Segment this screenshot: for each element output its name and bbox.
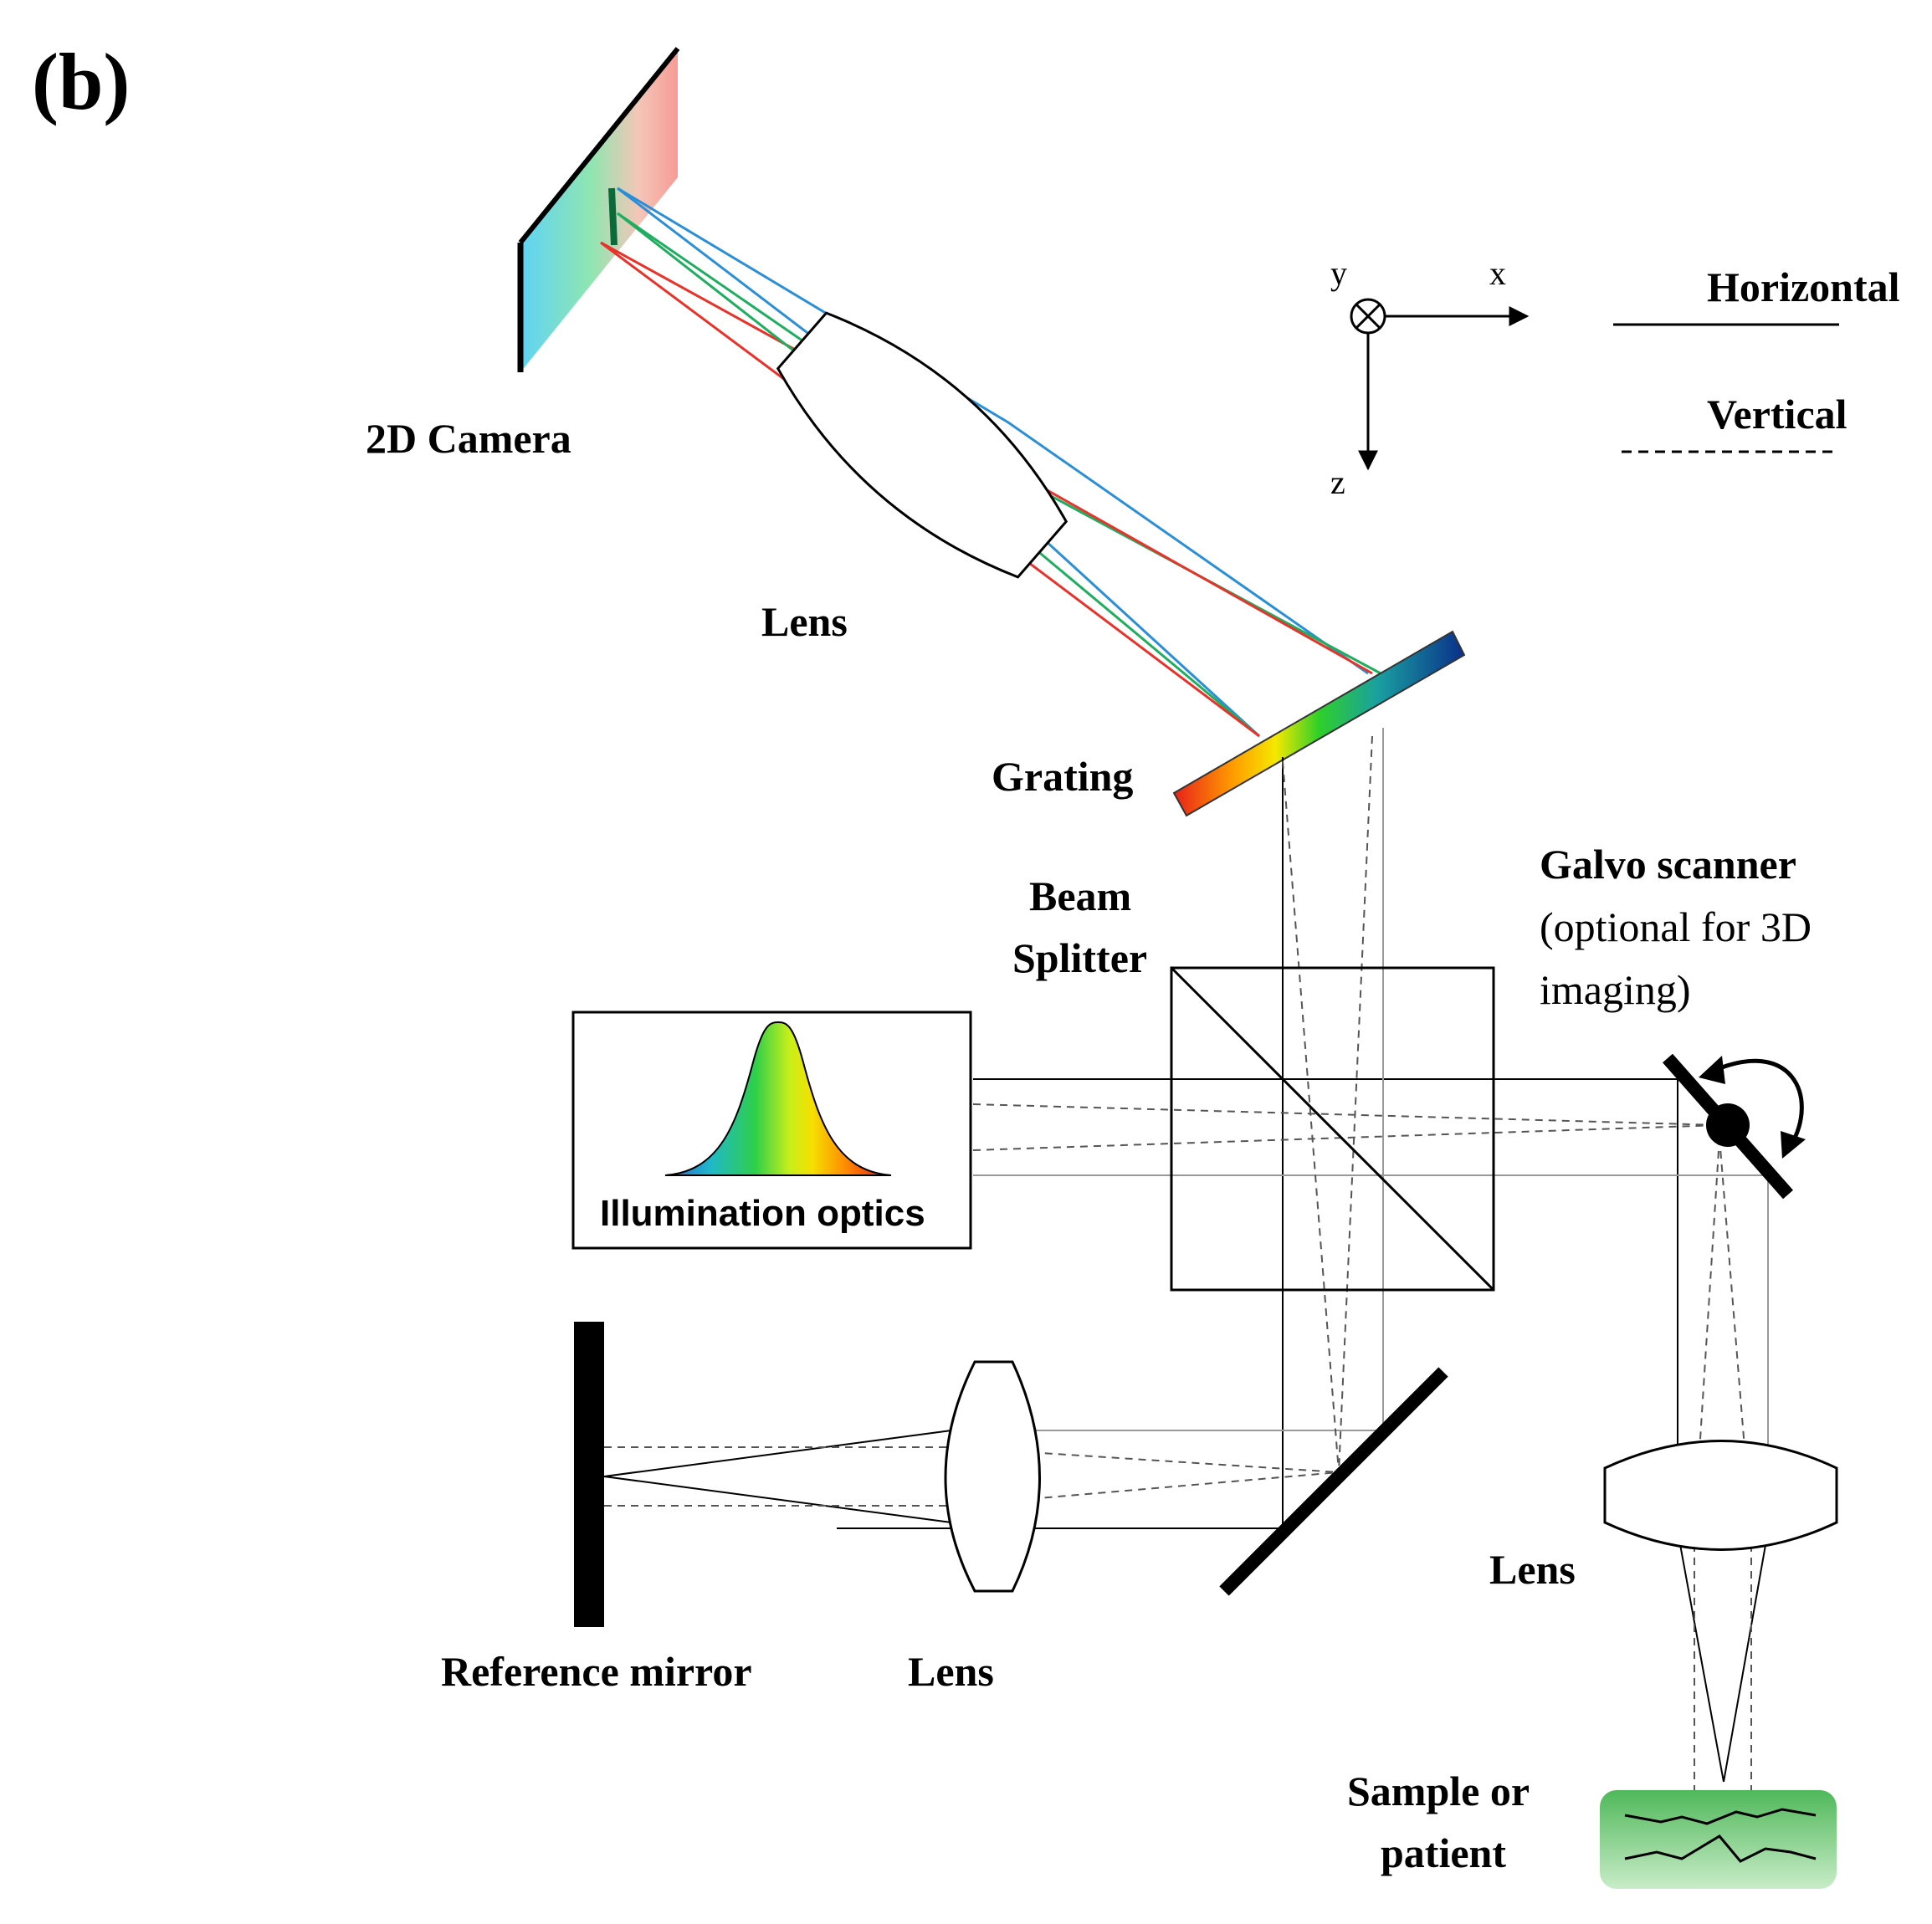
lens-top-label: Lens bbox=[761, 598, 848, 645]
reference-mirror bbox=[574, 1322, 604, 1627]
axis-x-label: x bbox=[1489, 254, 1506, 292]
beam-splitter-cube bbox=[1170, 966, 1495, 1292]
galvo-mirror bbox=[1663, 1053, 1806, 1200]
beam-paths-solid bbox=[603, 757, 1769, 1783]
sample-tissue bbox=[1600, 1790, 1837, 1889]
fold-mirror bbox=[1219, 1367, 1448, 1596]
lens-sample bbox=[1603, 1440, 1838, 1551]
lens-reference-label: Lens bbox=[908, 1648, 994, 1695]
reference-mirror-label: Reference mirror bbox=[441, 1648, 752, 1695]
illumination-label: Illumination optics bbox=[600, 1193, 925, 1234]
galvo-label-3: imaging) bbox=[1540, 966, 1691, 1013]
legend-horizontal-label: Horizontal bbox=[1707, 264, 1900, 310]
lens-top bbox=[776, 311, 1068, 579]
grating-label: Grating bbox=[992, 753, 1133, 800]
sample-label-2: patient bbox=[1381, 1829, 1506, 1876]
axis-y-label: y bbox=[1330, 254, 1347, 292]
beam-paths-thin bbox=[951, 728, 1769, 1447]
galvo-label-2: (optional for 3D bbox=[1540, 903, 1812, 950]
legend: Horizontal Vertical bbox=[1613, 264, 1900, 453]
illumination-optics-box bbox=[571, 1011, 972, 1250]
lens-sample-label: Lens bbox=[1489, 1546, 1576, 1593]
galvo-label-1: Galvo scanner bbox=[1540, 841, 1796, 888]
beam-splitter-label-2: Splitter bbox=[1012, 934, 1147, 981]
legend-vertical-label: Vertical bbox=[1707, 391, 1847, 438]
spectrum-curve bbox=[664, 1021, 892, 1176]
beam-paths-dashed bbox=[604, 735, 1752, 1790]
rotation-arrow-icon bbox=[1713, 1058, 1804, 1148]
camera-sensor bbox=[517, 47, 680, 372]
grating bbox=[1172, 630, 1466, 817]
sample-label-1: Sample or bbox=[1347, 1768, 1530, 1814]
panel-label: (b) bbox=[32, 37, 130, 126]
coordinate-axes bbox=[1350, 298, 1530, 471]
camera-label: 2D Camera bbox=[366, 415, 571, 462]
beam-splitter-label-1: Beam bbox=[1029, 872, 1131, 919]
lens-reference bbox=[944, 1360, 1041, 1593]
axis-z-label: z bbox=[1330, 463, 1345, 501]
